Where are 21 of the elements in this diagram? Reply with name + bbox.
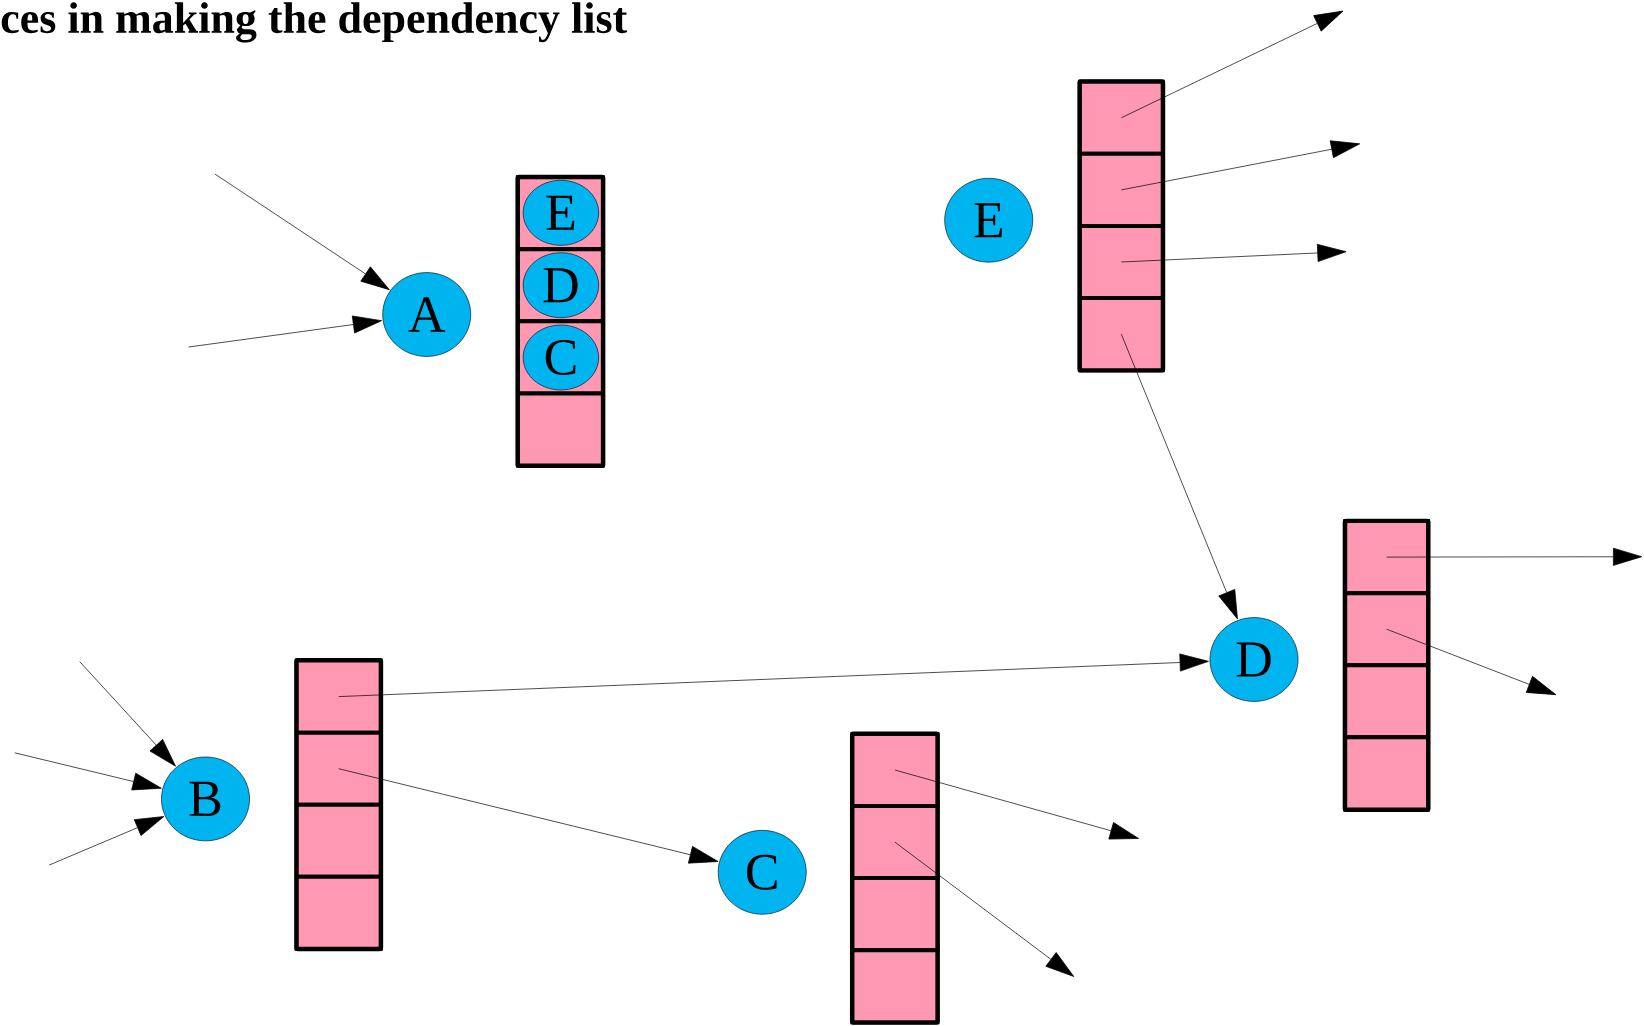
list-cell bbox=[515, 391, 605, 468]
arrow bbox=[1120, 244, 1347, 263]
arrow bbox=[894, 769, 1139, 840]
arrow bbox=[214, 173, 390, 291]
arrow bbox=[1386, 628, 1557, 695]
arrow bbox=[338, 653, 1209, 697]
arrow bbox=[188, 315, 382, 348]
arrow bbox=[79, 661, 176, 767]
list-cell bbox=[850, 948, 940, 1025]
title: ces in making the dependency list bbox=[1, 2, 628, 43]
arrow bbox=[338, 768, 719, 864]
arrow bbox=[1120, 10, 1344, 119]
arrow bbox=[14, 752, 162, 791]
arrow bbox=[1386, 547, 1643, 566]
list-cell bbox=[1077, 296, 1165, 373]
arrow bbox=[894, 841, 1075, 977]
arrow bbox=[48, 816, 165, 866]
arrow bbox=[1120, 333, 1238, 620]
arrow bbox=[1120, 140, 1361, 191]
list-cell bbox=[1343, 735, 1430, 812]
list-cell bbox=[294, 874, 383, 951]
